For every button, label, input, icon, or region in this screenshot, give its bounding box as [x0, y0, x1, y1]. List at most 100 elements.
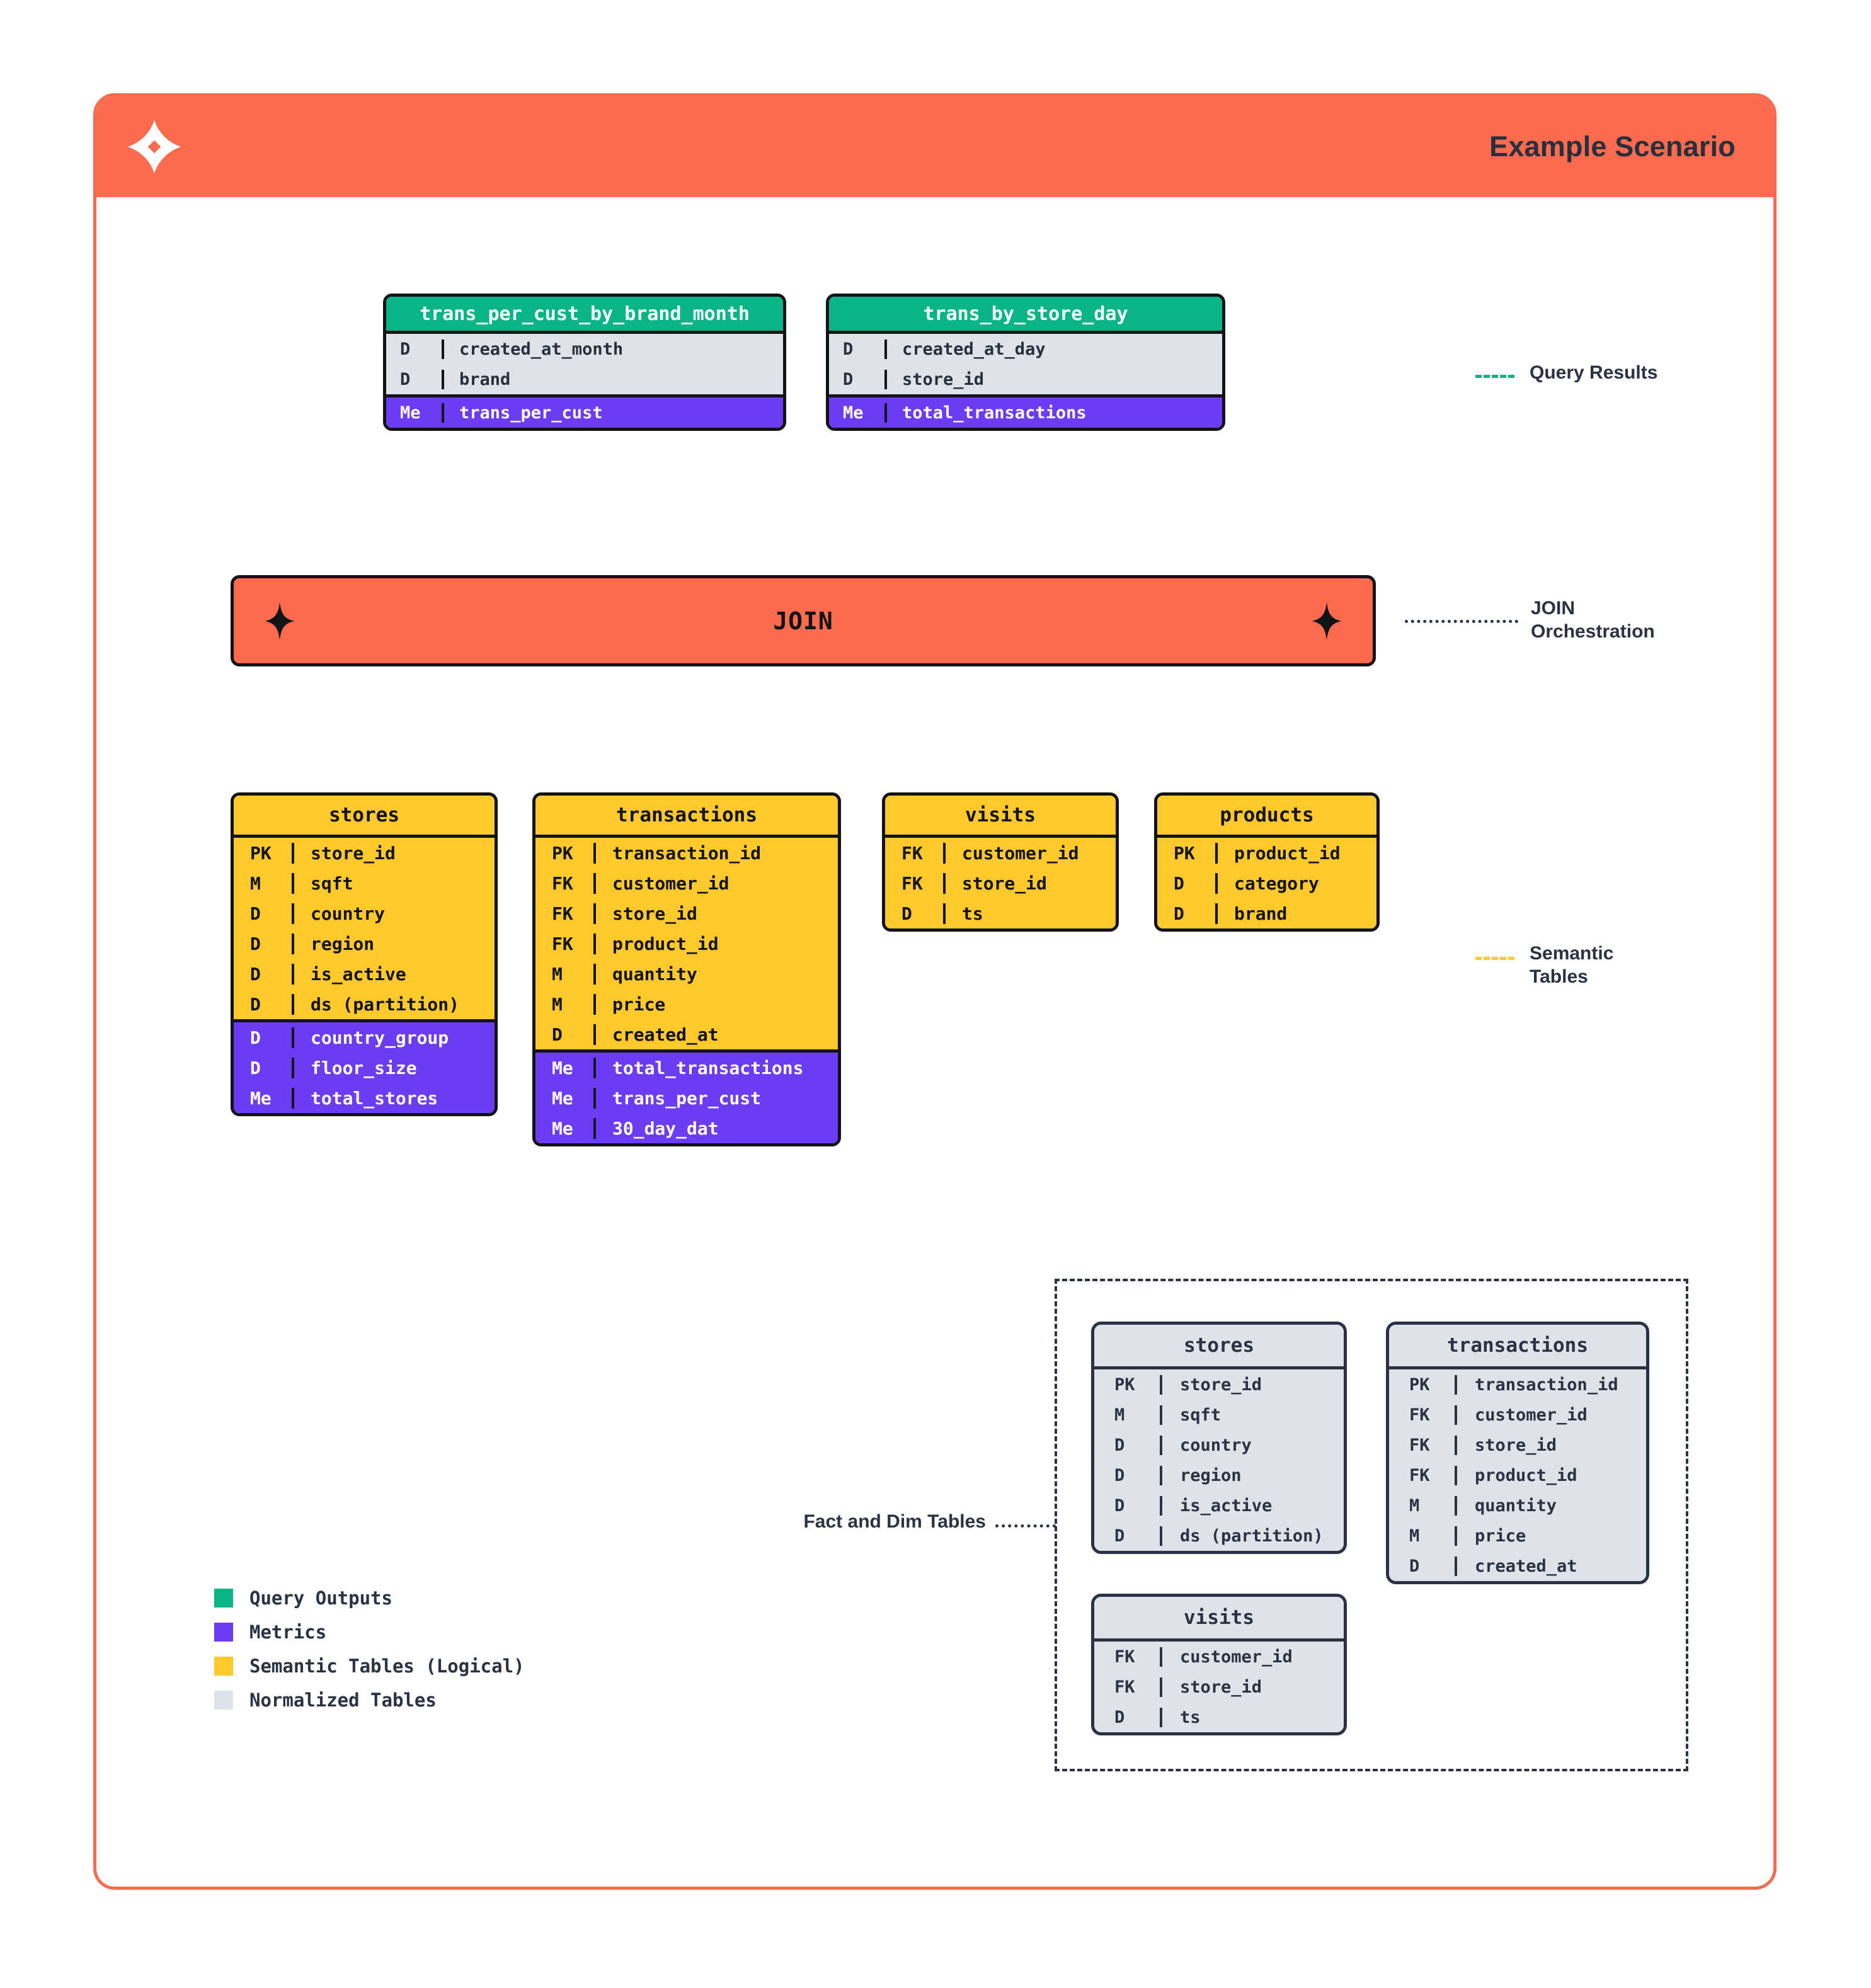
table-row: Me total_transactions	[535, 1053, 838, 1083]
column-kind: Me	[400, 403, 421, 423]
join-label: JOIN	[773, 607, 833, 635]
column-name: customer_id	[593, 872, 838, 894]
column-name: store_id	[593, 903, 838, 924]
column-name: quantity	[1455, 1495, 1646, 1516]
table-row: D created_at_day	[829, 334, 1222, 364]
column-kind: FK	[1114, 1677, 1135, 1697]
column-kind: PK	[1174, 842, 1195, 864]
column-name: created_at	[1455, 1556, 1646, 1576]
title-bar: Example Scenario	[96, 96, 1773, 197]
column-kind: D	[250, 933, 261, 954]
column-kind: D	[1409, 1556, 1420, 1576]
column-kind: Me	[552, 1087, 573, 1109]
column-kind: D	[901, 903, 912, 924]
legend-swatch-normalized-tables	[214, 1691, 233, 1710]
table-row: D created_at_month	[386, 334, 783, 364]
annotation-fact-and-dim: Fact and Dim Tables	[803, 1511, 986, 1532]
column-kind: Me	[552, 1057, 573, 1078]
column-kind: M	[1409, 1495, 1420, 1516]
column-name: total_transactions	[593, 1057, 838, 1078]
column-kind: D	[1114, 1465, 1125, 1485]
column-name: 30_day_dat	[593, 1117, 838, 1139]
table-header: trans_by_store_day	[829, 297, 1222, 331]
column-name: product_id	[593, 933, 838, 954]
column-name: store_id	[1160, 1374, 1344, 1395]
table-row: PK product_id	[1157, 838, 1376, 868]
fact-and-dim-container	[1055, 1279, 1688, 1771]
legend-label: Normalized Tables	[249, 1689, 437, 1711]
column-name: customer_id	[943, 842, 1116, 864]
column-name: floor_size	[292, 1057, 495, 1078]
legend: Query Outputs Metrics Semantic Tables (L…	[214, 1581, 525, 1717]
column-name: store_id	[1160, 1677, 1344, 1697]
annotation-join-orchestration: JOIN Orchestration	[1531, 598, 1655, 642]
column-kind: D	[250, 963, 261, 985]
column-name: product_id	[1215, 842, 1376, 864]
page-title: Example Scenario	[1489, 130, 1736, 163]
column-kind: D	[1114, 1495, 1125, 1516]
query-result-table[interactable]: trans_by_store_day D created_at_day D st…	[826, 294, 1225, 431]
sparkle-icon	[260, 602, 299, 641]
column-kind: FK	[552, 933, 573, 954]
column-name: price	[1455, 1526, 1646, 1546]
column-kind: FK	[1409, 1465, 1430, 1485]
fact-and-dim-leader-line	[995, 1524, 1056, 1528]
annotation-semantic-tables: Semantic Tables	[1530, 943, 1614, 987]
column-kind: D	[552, 1024, 563, 1045]
column-name: country_group	[292, 1027, 495, 1048]
join-orchestration-bar[interactable]: JOIN	[231, 575, 1376, 666]
table-row: FK customer_id	[885, 838, 1116, 868]
annotation-query-results: Query Results	[1530, 362, 1658, 383]
metric-rows: Me trans_per_cust	[386, 394, 783, 428]
sparkle-icon	[1307, 602, 1346, 641]
legend-item: Semantic Tables (Logical)	[214, 1649, 525, 1683]
column-name: store_id	[292, 842, 495, 864]
legend-swatch-metrics	[214, 1623, 233, 1642]
legend-item: Metrics	[214, 1615, 525, 1649]
column-name: quantity	[593, 963, 838, 985]
column-kind: FK	[552, 872, 573, 894]
column-kind: D	[250, 993, 261, 1015]
column-kind: FK	[901, 842, 923, 864]
legend-swatch-semantic-tables	[214, 1657, 233, 1676]
column-name: category	[1215, 872, 1376, 894]
column-name: created_at_month	[442, 339, 783, 359]
column-name: is_active	[292, 963, 495, 985]
four-point-star-logo-icon	[125, 118, 183, 176]
query-result-table[interactable]: trans_per_cust_by_brand_month D created_…	[383, 294, 786, 431]
column-kind: D	[1114, 1526, 1125, 1546]
table-header: products	[1157, 796, 1376, 835]
